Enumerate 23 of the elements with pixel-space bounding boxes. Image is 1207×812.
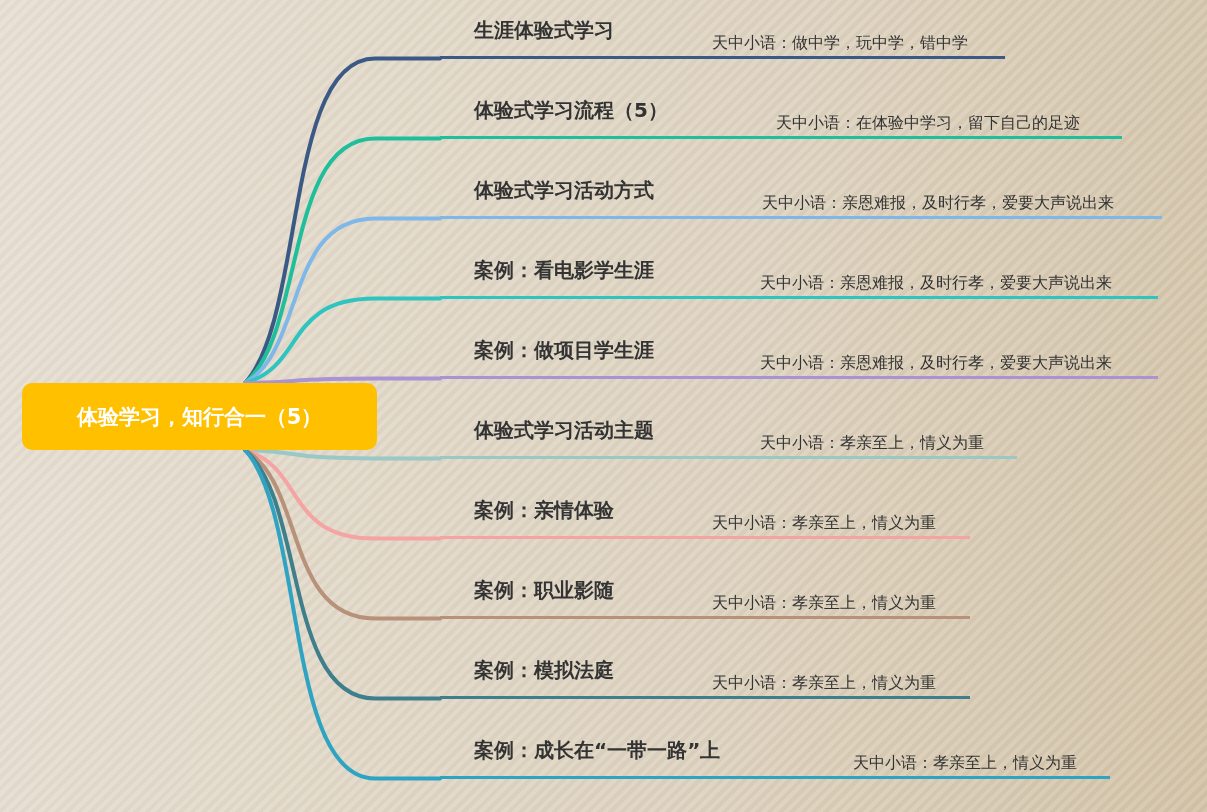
topic-title: 体验式学习流程（5） bbox=[474, 97, 668, 124]
topic-title: 案例：职业影随 bbox=[474, 577, 614, 604]
note-text: 天中小语：做中学，玩中学，错中学 bbox=[712, 33, 968, 54]
note-text: 天中小语：亲恩难报，及时行孝，爱要大声说出来 bbox=[760, 353, 1112, 374]
note-text: 天中小语：在体验中学习，留下自己的足迹 bbox=[776, 113, 1080, 134]
note-text: 天中小语：亲恩难报，及时行孝，爱要大声说出来 bbox=[762, 193, 1114, 214]
note-text: 天中小语：孝亲至上，情义为重 bbox=[760, 433, 984, 454]
note-text: 天中小语：孝亲至上，情义为重 bbox=[712, 673, 936, 694]
topic-title: 生涯体验式学习 bbox=[474, 17, 614, 44]
branch-connector bbox=[243, 448, 442, 781]
note-text: 天中小语：孝亲至上，情义为重 bbox=[853, 753, 1077, 774]
topic-title: 案例：做项目学生涯 bbox=[474, 337, 654, 364]
topic-title: 案例：成长在“一带一路”上 bbox=[474, 737, 721, 764]
topic-title: 案例：模拟法庭 bbox=[474, 657, 614, 684]
topic-title: 体验式学习活动方式 bbox=[474, 177, 654, 204]
note-text: 天中小语：孝亲至上，情义为重 bbox=[712, 513, 936, 534]
note-text: 天中小语：亲恩难报，及时行孝，爱要大声说出来 bbox=[760, 273, 1112, 294]
note-text: 天中小语：孝亲至上，情义为重 bbox=[712, 593, 936, 614]
branch-connector bbox=[243, 376, 442, 385]
topic-title: 案例：亲情体验 bbox=[474, 497, 614, 524]
topic-title: 体验式学习活动主题 bbox=[474, 417, 654, 444]
root-topic-box: 体验学习，知行合一（5） bbox=[22, 383, 377, 450]
topic-title: 案例：看电影学生涯 bbox=[474, 257, 654, 284]
